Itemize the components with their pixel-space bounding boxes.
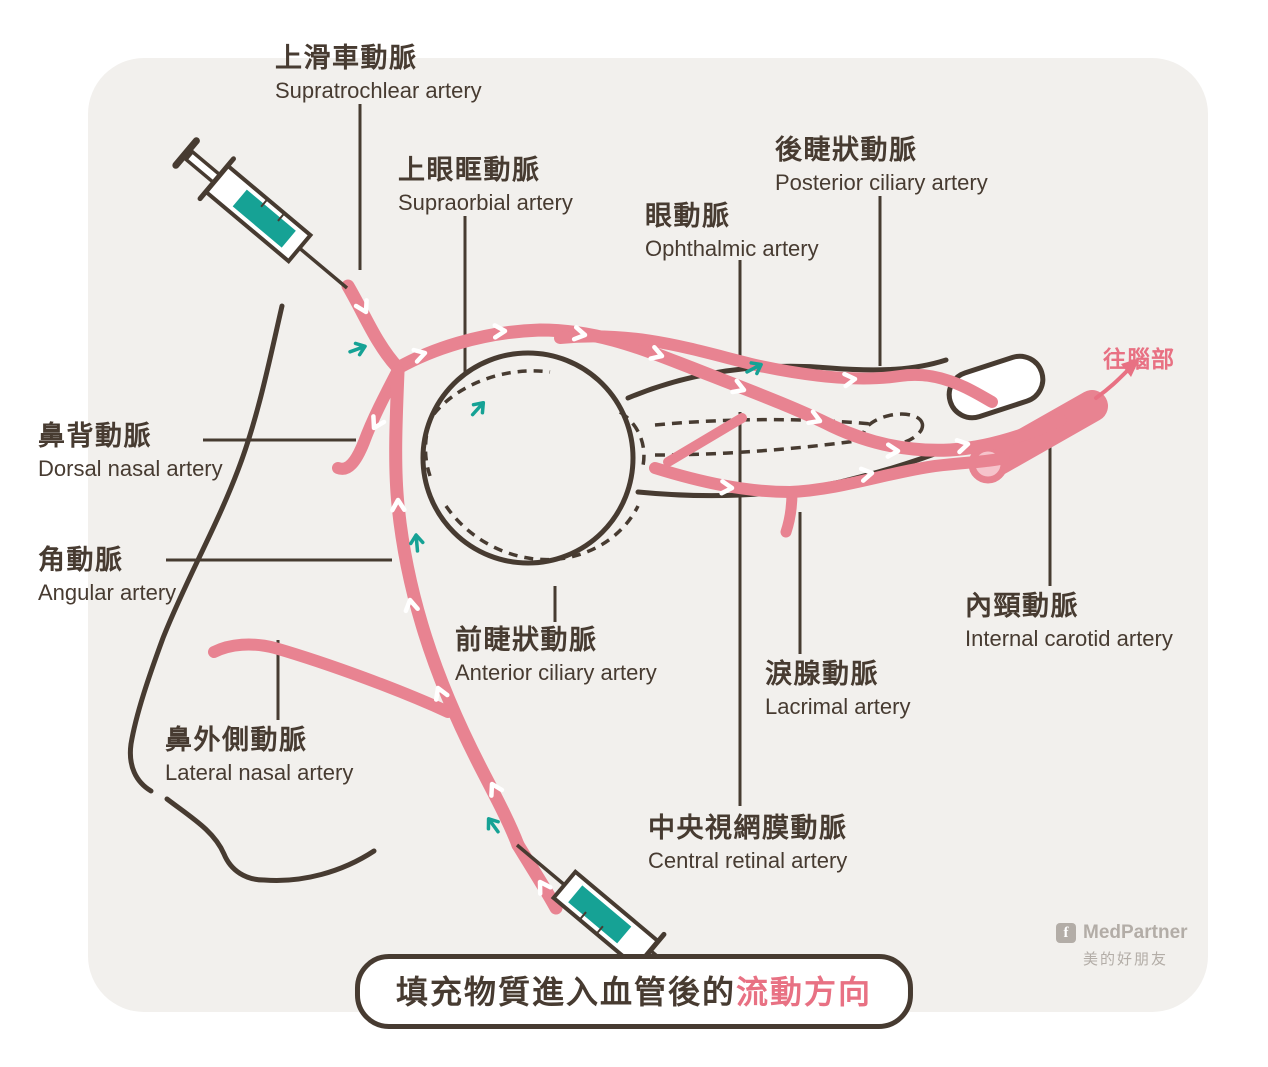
label-central-retinal-en: Central retinal artery — [648, 847, 848, 873]
label-posterior-ciliary: 後睫狀動脈 Posterior ciliary artery — [775, 135, 988, 195]
ophthalmic-artery-path — [341, 279, 1067, 457]
lacrimal-branch-path — [780, 486, 798, 538]
label-angular: 角動脈 Angular artery — [38, 545, 177, 605]
watermark-sub: 美的好朋友 — [1083, 951, 1169, 968]
label-posterior-ciliary-en: Posterior ciliary artery — [775, 169, 988, 195]
label-lacrimal-en: Lacrimal artery — [765, 693, 911, 719]
watermark-brand: MedPartner — [1083, 922, 1188, 943]
label-supraorbital-en: Supraorbial artery — [398, 189, 573, 215]
label-lateral-nasal-zh: 鼻外側動脈 — [165, 725, 308, 755]
label-lacrimal-zh: 淚腺動脈 — [765, 659, 879, 689]
label-internal-carotid-en: Internal carotid artery — [965, 625, 1173, 651]
label-supraorbital: 上眼眶動脈 Supraorbial artery — [398, 155, 573, 215]
label-lateral-nasal-en: Lateral nasal artery — [165, 759, 354, 785]
label-anterior-ciliary: 前睫狀動脈 Anterior ciliary artery — [455, 625, 657, 685]
label-angular-en: Angular artery — [38, 579, 177, 605]
title-highlight: 流動方向 — [736, 974, 873, 1010]
label-supratrochlear: 上滑車動脈 Supratrochlear artery — [275, 43, 482, 103]
title-banner: 填充物質進入血管後的流動方向 — [354, 954, 914, 1029]
label-supratrochlear-en: Supratrochlear artery — [275, 77, 482, 103]
label-ophthalmic-en: Ophthalmic artery — [645, 235, 819, 261]
arteries — [208, 279, 1067, 915]
nose-outline — [127, 303, 377, 883]
facebook-icon: f — [1056, 923, 1076, 943]
label-ophthalmic: 眼動脈 Ophthalmic artery — [645, 201, 819, 261]
label-internal-carotid-zh: 內頸動脈 — [965, 591, 1079, 621]
central-retinal-path — [663, 413, 747, 467]
leader-lines — [166, 104, 1052, 806]
label-angular-zh: 角動脈 — [38, 545, 124, 575]
label-posterior-ciliary-zh: 後睫狀動脈 — [775, 135, 918, 165]
label-lateral-nasal: 鼻外側動脈 Lateral nasal artery — [165, 725, 354, 785]
label-central-retinal: 中央視網膜動脈 Central retinal artery — [648, 813, 848, 873]
label-anterior-ciliary-en: Anterior ciliary artery — [455, 659, 657, 685]
label-lacrimal: 淚腺動脈 Lacrimal artery — [765, 659, 911, 719]
facial-artery-tail — [511, 838, 563, 915]
eyeball-outline — [420, 350, 640, 566]
to-brain-arrow — [1094, 358, 1140, 400]
angular-artery-path — [389, 365, 525, 852]
to-brain-label: 往腦部 — [1103, 346, 1175, 372]
dorsal-nasal-path — [332, 364, 404, 475]
label-supratrochlear-zh: 上滑車動脈 — [275, 43, 418, 73]
lateral-nasal-path — [208, 638, 454, 718]
label-dorsal-nasal-zh: 鼻背動脈 — [38, 421, 152, 451]
label-supraorbital-zh: 上眼眶動脈 — [398, 155, 541, 185]
label-ophthalmic-zh: 眼動脈 — [645, 201, 731, 231]
title-main: 填充物質進入血管後的 — [395, 974, 736, 1010]
label-dorsal-nasal-en: Dorsal nasal artery — [38, 455, 223, 481]
watermark: f MedPartner 美的好朋友 — [1056, 922, 1188, 969]
label-anterior-ciliary-zh: 前睫狀動脈 — [455, 625, 598, 655]
posterior-ciliary-path — [554, 330, 998, 408]
lower-ophthalmic-path — [649, 452, 1010, 499]
label-central-retinal-zh: 中央視網膜動脈 — [648, 813, 848, 843]
label-dorsal-nasal: 鼻背動脈 Dorsal nasal artery — [38, 421, 223, 481]
label-internal-carotid: 內頸動脈 Internal carotid artery — [965, 591, 1173, 651]
syringe-top — [172, 137, 349, 290]
